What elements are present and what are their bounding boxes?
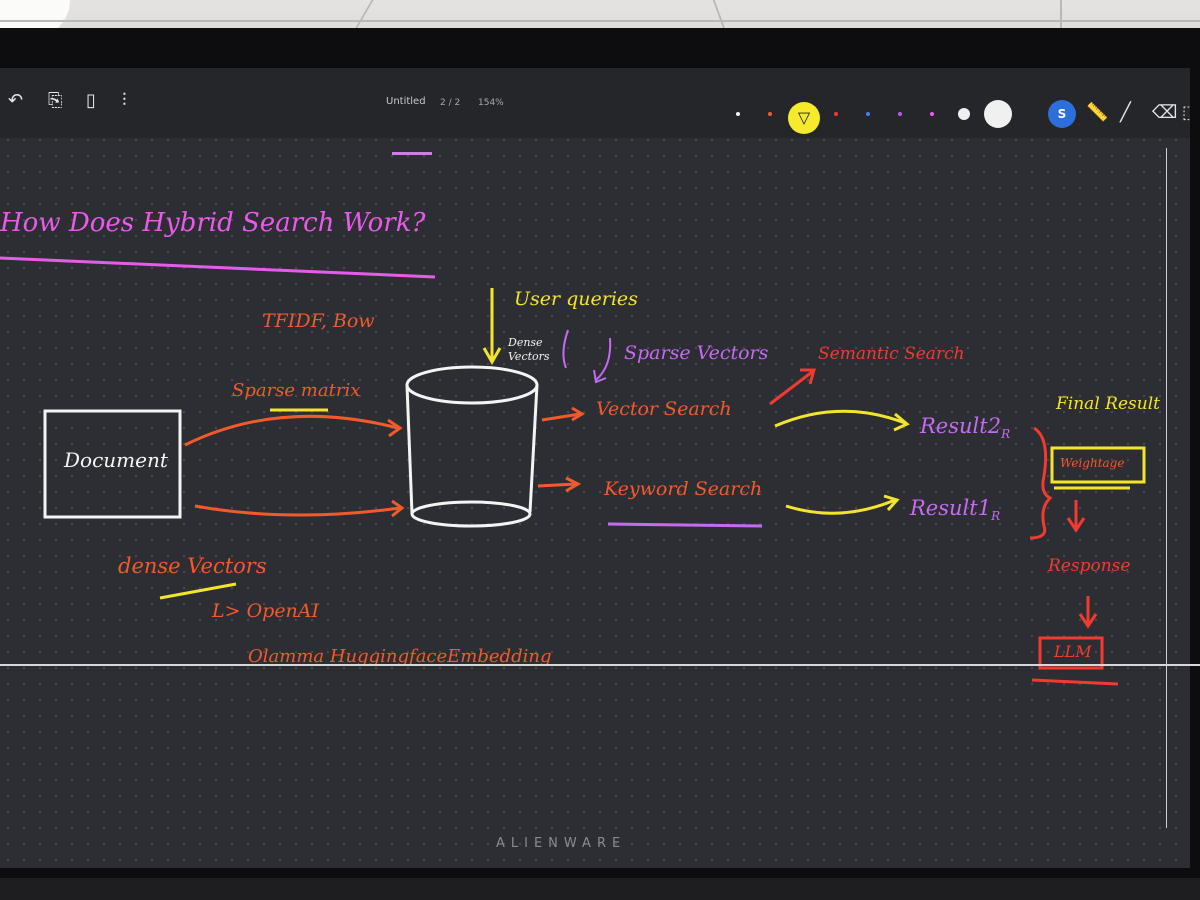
dense-vectors-underline	[159, 582, 237, 600]
keyword-search-label: Keyword Search	[604, 478, 763, 500]
document-icon[interactable]: ▯	[86, 90, 96, 111]
color-swatch-blue[interactable]	[866, 112, 870, 116]
undo-icon[interactable]: ↶	[8, 90, 24, 111]
color-swatch-pink[interactable]	[930, 112, 934, 116]
result1-label: Result1R	[910, 496, 1000, 523]
top-toolbar: ↶ ⎘ ▯ ⫶ Untitled 2 / 2 154% ▽ S 📏 ╱ ⌫ ⬚	[0, 68, 1190, 138]
sparse-vectors-label: Sparse Vectors	[624, 342, 769, 364]
database-bottom	[410, 500, 532, 528]
arrow-to-vector-search	[541, 412, 581, 422]
database-sides	[405, 384, 539, 515]
highlighter-pen-icon[interactable]: ▽	[788, 102, 820, 134]
sliders-icon[interactable]: ⫶	[122, 90, 127, 111]
color-swatch-purple[interactable]	[898, 112, 902, 116]
sparse-matrix-label: Sparse matrix	[232, 380, 361, 401]
semantic-search-label: Semantic Search	[818, 344, 965, 364]
arrow-dense	[194, 504, 401, 517]
database-top	[405, 365, 539, 405]
vector-search-label: Vector Search	[596, 398, 732, 420]
color-swatch-white[interactable]	[736, 112, 740, 116]
drawing-strokes	[0, 256, 1146, 686]
diagram-title: How Does Hybrid Search Work?	[0, 208, 426, 238]
result2-subscript: R	[1001, 427, 1011, 442]
llm-box	[1038, 636, 1104, 670]
tfidf-label: TFIDF, Bow	[262, 310, 375, 332]
arrow-to-result1	[785, 498, 896, 515]
dense-vectors-arrow	[562, 329, 569, 369]
page-bottom-edge	[0, 664, 1200, 666]
eraser-icon[interactable]: ⌫	[1152, 102, 1178, 123]
page-indicator: 2 / 2	[440, 98, 461, 108]
llm-underline	[1031, 678, 1119, 686]
sparse-vectors-arrow	[595, 337, 612, 381]
ceiling-seam	[0, 20, 1200, 22]
llm-label: LLM	[1054, 642, 1092, 661]
arrow-to-keyword-search	[537, 482, 577, 488]
document-label: Document	[64, 448, 168, 472]
keyword-search-underline	[607, 522, 763, 528]
title-underline	[0, 256, 436, 279]
color-swatch-red[interactable]	[834, 112, 838, 116]
result1-text: Result1	[910, 496, 992, 520]
weightage-label: Weightage	[1060, 456, 1125, 470]
final-result-label: Final Result	[1056, 394, 1160, 414]
semantic-search-arrow	[769, 370, 813, 406]
desk-edge	[0, 878, 1200, 900]
dense-vectors-label: dense Vectors	[118, 554, 267, 578]
openai-label: L> OpenAI	[212, 600, 320, 622]
clipboard-icon[interactable]: ⎘	[48, 90, 63, 111]
app-screen: ↶ ⎘ ▯ ⫶ Untitled 2 / 2 154% ▽ S 📏 ╱ ⌫ ⬚	[0, 68, 1190, 868]
results-bracket	[1029, 426, 1053, 540]
zoom-level[interactable]: 154%	[478, 98, 504, 108]
user-avatar[interactable]: S	[1048, 100, 1076, 128]
monitor-brand: ALIENWARE	[496, 836, 627, 851]
pen-icon[interactable]: ╱	[1120, 102, 1131, 123]
ruler-icon[interactable]: 📏	[1086, 102, 1109, 123]
tab-underline	[392, 152, 432, 155]
response-label: Response	[1048, 556, 1131, 576]
user-queries-label: User queries	[514, 288, 638, 310]
arrow-to-result2	[774, 409, 906, 428]
monitor-bezel: ↶ ⎘ ▯ ⫶ Untitled 2 / 2 154% ▽ S 📏 ╱ ⌫ ⬚	[0, 28, 1200, 878]
embedding-models-label: Olamma HuggingfaceEmbedding	[248, 646, 552, 667]
lasso-icon[interactable]: ⬚	[1182, 102, 1190, 123]
dense-vectors-small-label: Dense Vectors	[508, 336, 550, 363]
document-box	[43, 409, 182, 519]
result2-label: Result2R	[920, 414, 1010, 441]
weightage-box	[1050, 446, 1146, 484]
stroke-size-large[interactable]	[984, 100, 1012, 128]
result1-subscript: R	[991, 509, 1001, 524]
document-title[interactable]: Untitled	[386, 96, 426, 107]
arrow-sparse	[184, 414, 399, 447]
page-right-edge	[1166, 148, 1167, 828]
result2-text: Result2	[920, 414, 1002, 438]
stroke-size-small[interactable]	[958, 108, 970, 120]
color-swatch-orange[interactable]	[768, 112, 772, 116]
